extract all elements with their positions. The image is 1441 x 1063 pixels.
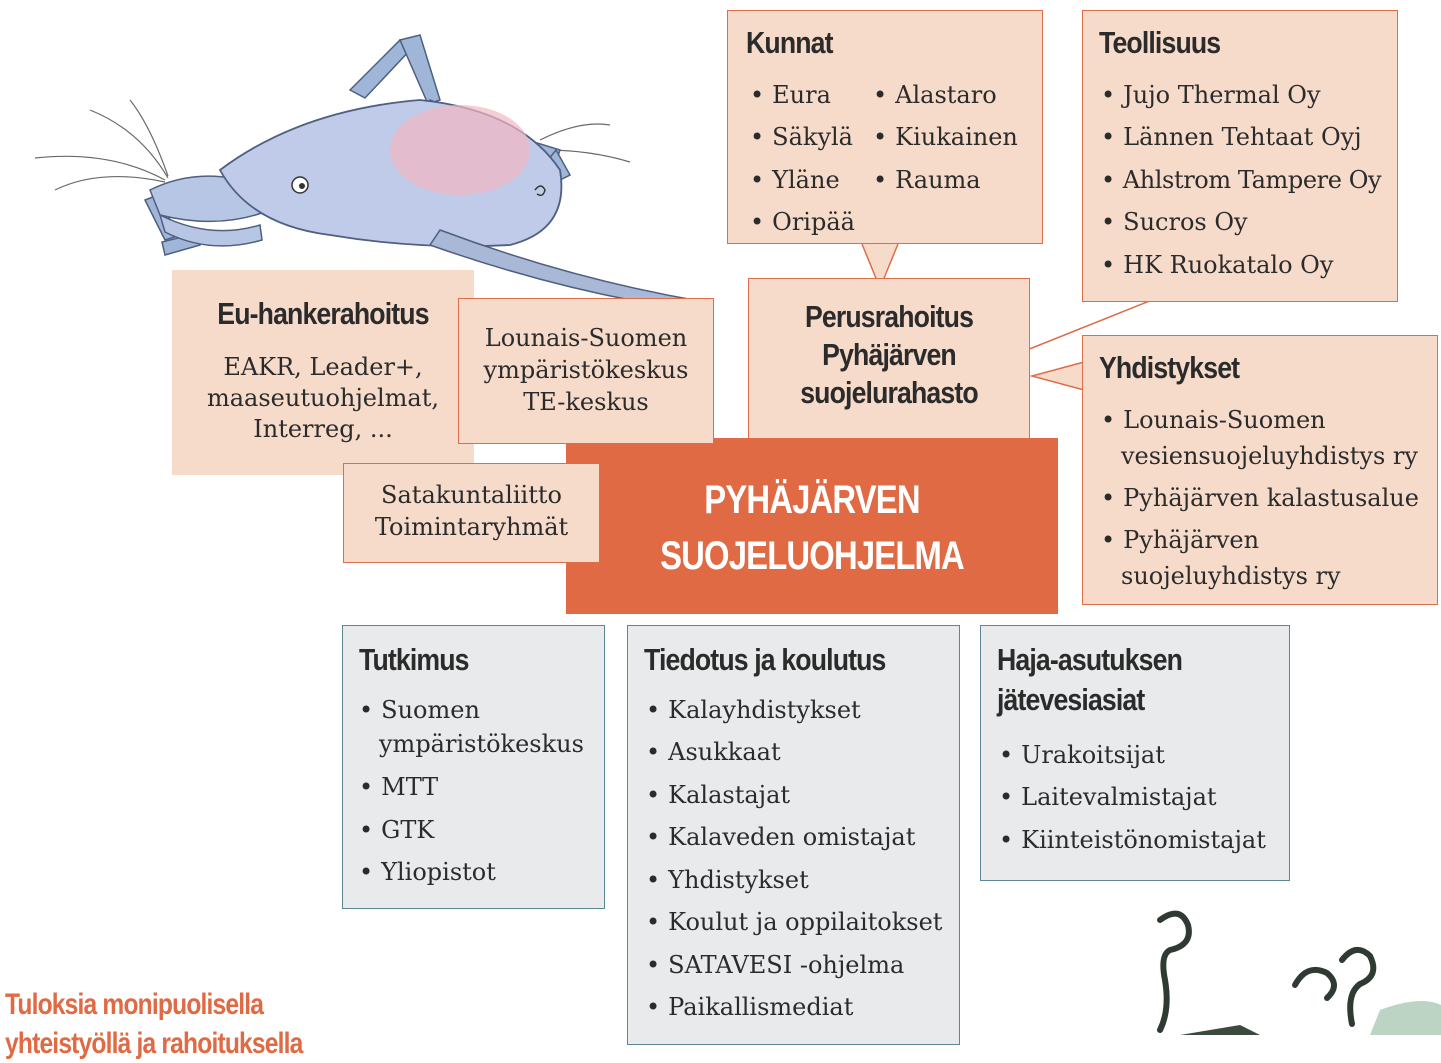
tiedotus-item: Paikallismediat [646,993,853,1022]
perusrahoitus-line: suojelurahasto [800,375,978,410]
tiedotus-item: Asukkaat [646,738,780,767]
yhdistykset-item: Lounais-Suomen [1101,406,1325,435]
tiedotus-box: Tiedotus ja koulutus Kalayhdistykset Asu… [627,625,960,1045]
teollisuus-item: Jujo Thermal Oy [1101,81,1320,110]
eu-hankerahoitus-box: Eu-hankerahoitus EAKR, Leader+, maaseutu… [172,270,474,475]
kunnat-item: Rauma [873,166,980,195]
perusrahoitus-box: Perusrahoitus Pyhäjärven suojelurahasto [748,278,1030,444]
haja-asutus-box: Haja-asutuksen jätevesiasiat Urakoitsija… [980,625,1290,881]
tiedotus-item: Kalaveden omistajat [646,823,915,852]
tutkimus-item-cont: ympäristökeskus [379,730,584,758]
teollisuus-box: Teollisuus Jujo Thermal Oy Lännen Tehtaa… [1082,10,1398,302]
footer-line: Tuloksia monipuolisella [5,988,264,1021]
perusrahoitus-line: Pyhäjärven [822,337,957,372]
haja-title-line: Haja-asutuksen [997,642,1183,677]
tiedotus-item: Koulut ja oppilaitokset [646,908,942,937]
lounais-line: TE-keskus [523,388,649,416]
footer-line: yhteistyöllä ja rahoituksella [5,1027,303,1060]
kunnat-item: Alastaro [873,81,997,110]
decorative-squiggles [1157,910,1441,1035]
lounais-line: Lounais-Suomen [484,324,688,352]
haja-item: Urakoitsijat [999,741,1165,770]
kunnat-title: Kunnat [746,25,834,60]
yhdistykset-item-cont: suojeluyhdistys ry [1121,562,1341,590]
eu-line: maaseutuohjelmat, [206,384,440,412]
tiedotus-item: Kalayhdistykset [646,696,861,725]
tutkimus-title: Tutkimus [359,642,470,677]
haja-title-line: jätevesiasiat [997,682,1145,717]
kunnat-item: Säkylä [750,123,853,152]
tutkimus-item: Suomen [359,696,480,725]
kunnat-box: Kunnat Eura Säkylä Yläne Oripää Alastaro… [727,10,1043,244]
satakunta-line: Satakuntaliitto [381,481,562,509]
teollisuus-item: Sucros Oy [1101,208,1247,237]
teollisuus-item: Lännen Tehtaat Oyj [1101,123,1361,152]
main-title-line: PYHÄJÄRVEN [704,478,920,522]
tutkimus-item: MTT [359,773,438,802]
perusrahoitus-line: Perusrahoitus [804,299,974,334]
yhdistykset-title: Yhdistykset [1099,350,1240,385]
yhdistykset-box: Yhdistykset Lounais-Suomen vesiensuojelu… [1082,335,1438,605]
tiedotus-item: SATAVESI -ohjelma [646,951,904,980]
eu-title: Eu-hankerahoitus [217,296,429,331]
lounais-line: ympäristökeskus [483,356,689,384]
satakunta-line: Toimintaryhmät [374,513,569,541]
crayfish-illustration [34,34,700,313]
lounais-suomen-box: Lounais-Suomen ympäristökeskus TE-keskus [458,298,714,444]
tutkimus-box: Tutkimus Suomen ympäristökeskus MTT GTK … [342,625,605,909]
footer-caption: Tuloksia monipuolisella yhteistyöllä ja … [5,985,303,1063]
kunnat-item: Yläne [750,166,840,195]
main-program-box: PYHÄJÄRVEN SUOJELUOHJELMA [566,438,1058,614]
eu-line: EAKR, Leader+, [223,353,423,381]
main-title-line: SUOJELUOHJELMA [660,534,965,578]
yhdistykset-item-cont: vesiensuojeluyhdistys ry [1121,442,1418,470]
haja-item: Laitevalmistajat [999,783,1216,812]
tiedotus-title: Tiedotus ja koulutus [644,642,886,677]
kunnat-item: Eura [750,81,831,110]
tutkimus-item: Yliopistot [359,858,496,887]
tiedotus-item: Yhdistykset [646,866,809,895]
satakuntaliitto-box: Satakuntaliitto Toimintaryhmät [343,463,600,563]
eu-line: Interreg, ... [253,415,393,443]
tiedotus-item: Kalastajat [646,781,790,810]
teollisuus-title: Teollisuus [1099,25,1221,60]
yhdistykset-item: Pyhäjärven [1101,526,1259,555]
teollisuus-item: HK Ruokatalo Oy [1101,251,1333,280]
haja-item: Kiinteistönomistajat [999,826,1266,855]
teollisuus-item: Ahlstrom Tampere Oy [1101,166,1382,195]
kunnat-item: Oripää [750,208,855,237]
tutkimus-item: GTK [359,816,434,845]
yhdistykset-item: Pyhäjärven kalastusalue [1101,484,1419,513]
kunnat-item: Kiukainen [873,123,1018,152]
